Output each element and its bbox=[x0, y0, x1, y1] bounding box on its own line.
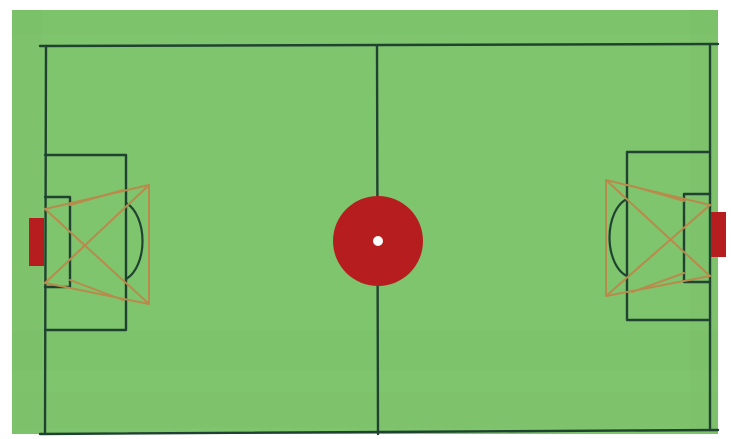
center-disc-icon bbox=[333, 196, 423, 286]
left-boundary-line bbox=[45, 46, 46, 433]
center-spot bbox=[373, 236, 383, 246]
left-goal-marker-icon bbox=[29, 218, 44, 266]
right-goal-marker-icon bbox=[711, 212, 726, 257]
